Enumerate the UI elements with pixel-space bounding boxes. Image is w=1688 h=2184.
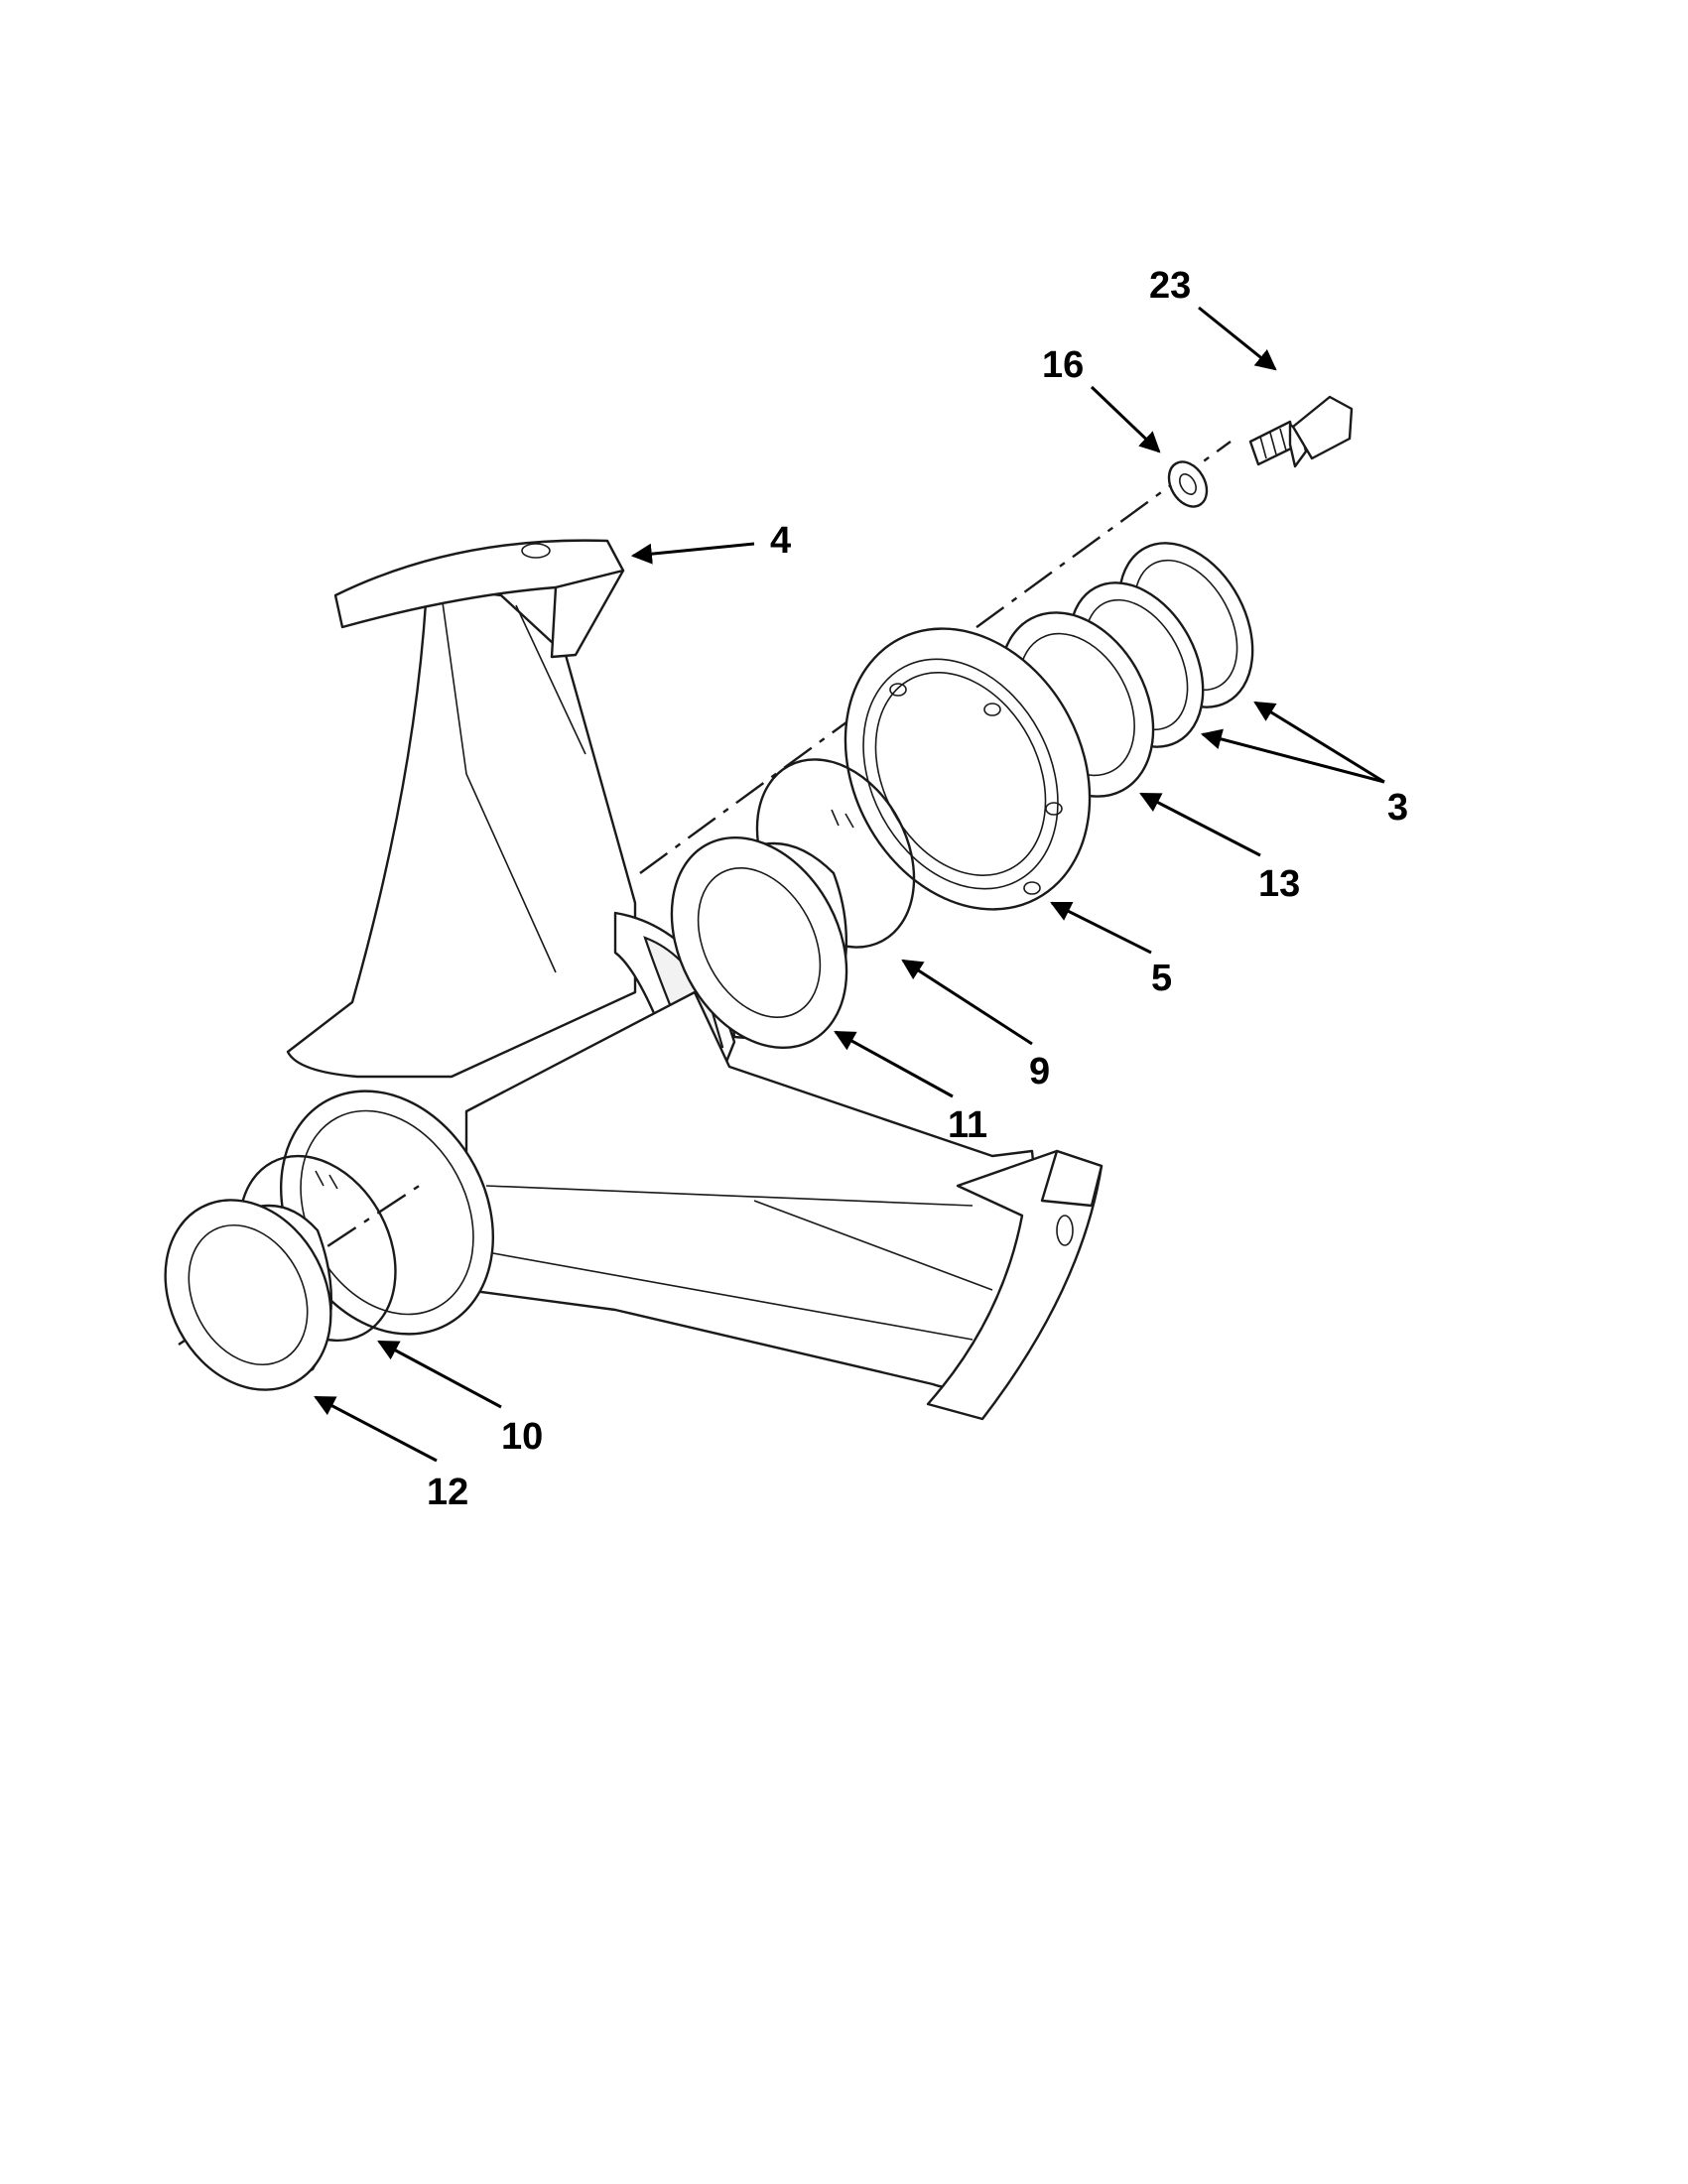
callout-9: 9 (1029, 1051, 1050, 1092)
callout-labels: 23 16 4 3 13 5 9 11 10 12 (427, 265, 1408, 1513)
callout-3: 3 (1387, 787, 1408, 829)
bolt-part-23 (1248, 395, 1354, 468)
leader-9 (901, 959, 1033, 1046)
leader-11 (834, 1030, 954, 1098)
bearing-part-11 (670, 836, 848, 1049)
leader-4 (630, 542, 755, 565)
leader-3a (1253, 701, 1385, 784)
leader-16 (1090, 385, 1161, 453)
callout-5: 5 (1151, 958, 1172, 999)
leader-3b (1200, 728, 1385, 784)
leader-23 (1198, 306, 1277, 371)
leader-13 (1139, 792, 1261, 857)
callout-13: 13 (1258, 863, 1300, 905)
leader-12 (314, 1395, 438, 1463)
callout-16: 16 (1042, 344, 1084, 386)
leader-10 (377, 1340, 502, 1409)
spider-frame (279, 539, 1104, 1421)
bearing-part-12 (164, 1199, 333, 1391)
callout-12: 12 (427, 1472, 468, 1513)
callout-10: 10 (501, 1416, 543, 1458)
leader-arrows (314, 306, 1385, 1463)
callout-4: 4 (770, 520, 791, 562)
callout-23: 23 (1149, 265, 1191, 307)
washer-part-16 (1167, 460, 1209, 508)
callout-11: 11 (948, 1104, 987, 1146)
leader-5 (1050, 901, 1152, 955)
